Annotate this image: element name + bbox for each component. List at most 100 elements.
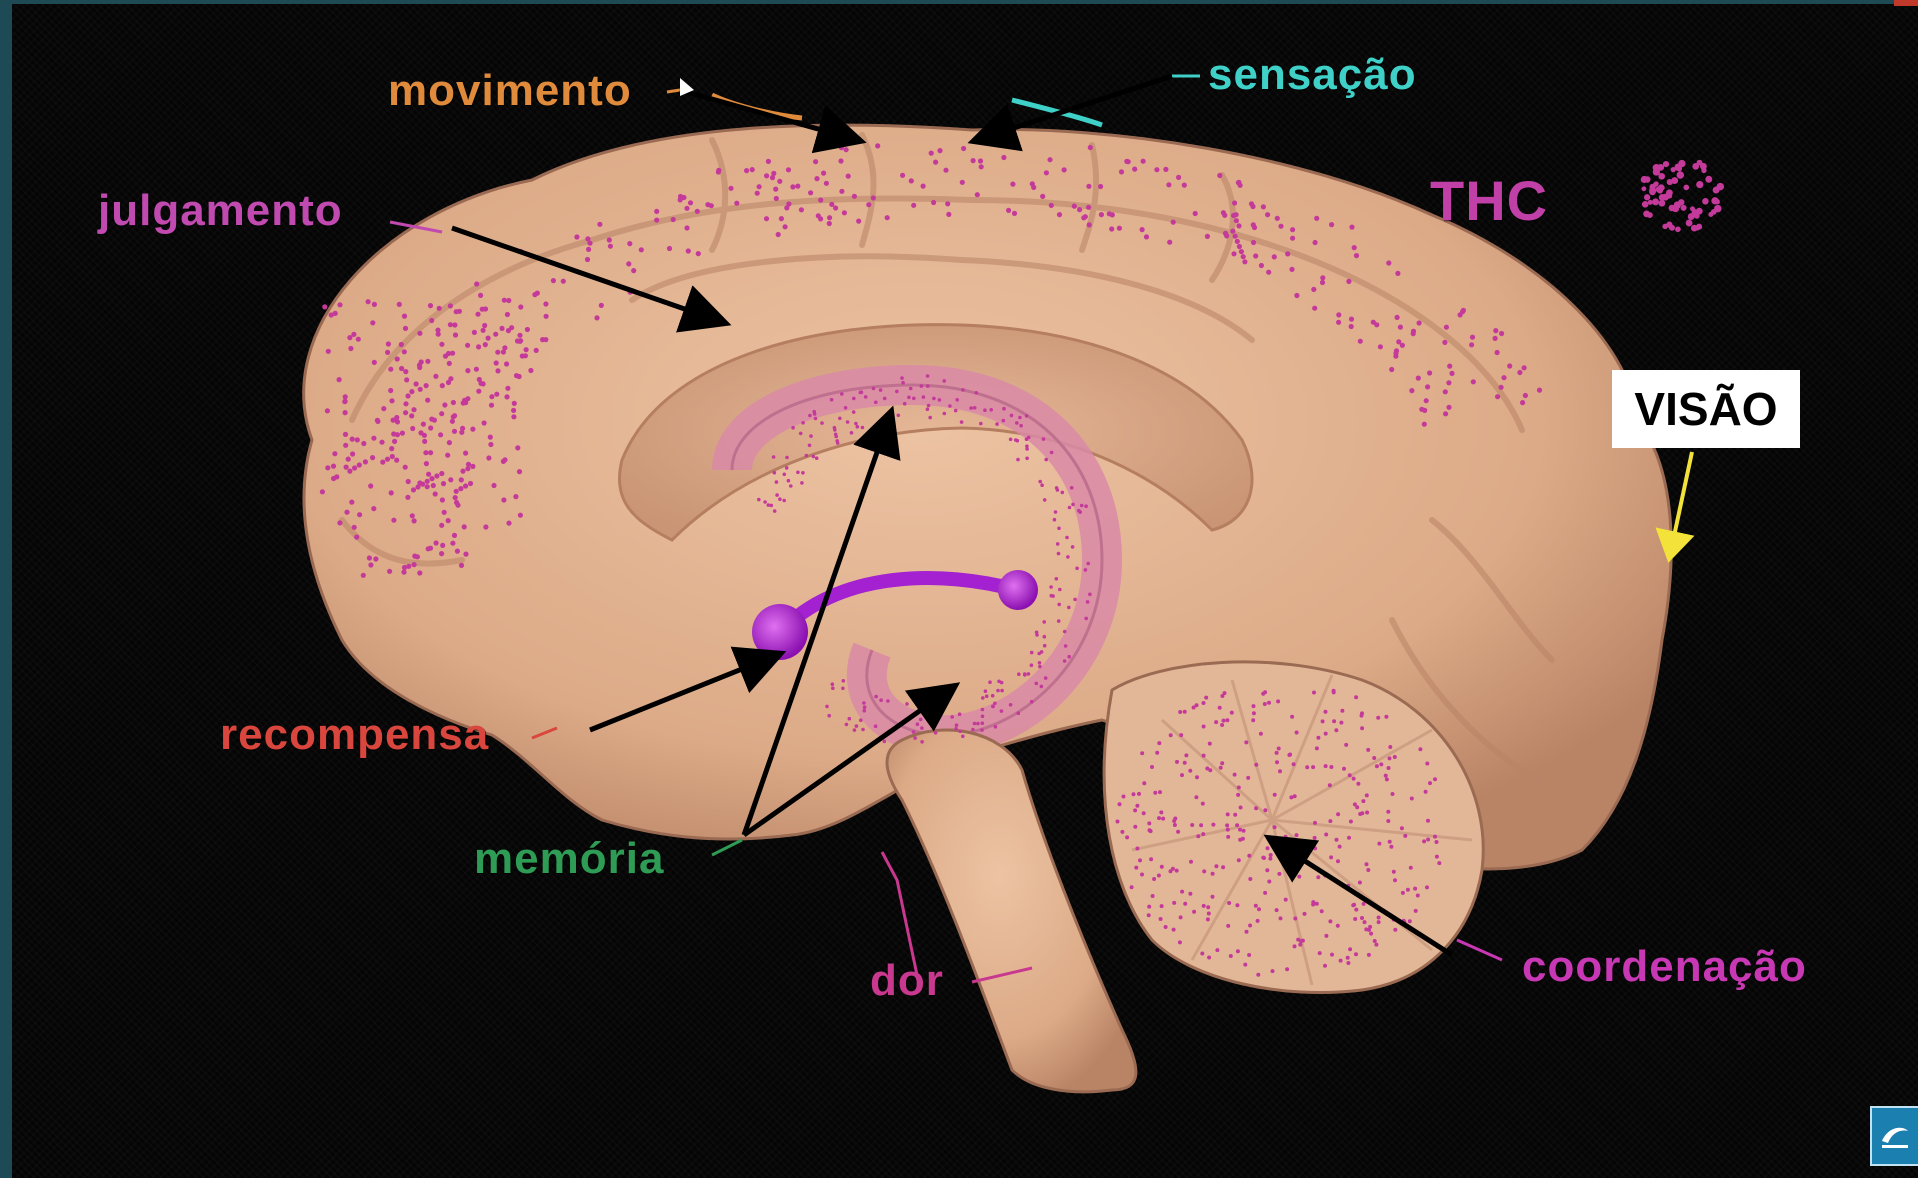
receptor-dot [429, 417, 434, 422]
receptor-dot [938, 398, 942, 402]
receptor-dot [1520, 400, 1525, 405]
receptor-dot [435, 328, 440, 333]
receptor-dot [1118, 802, 1122, 806]
receptor-dot [448, 322, 453, 327]
receptor-dot [1180, 773, 1184, 777]
receptor-dot [1147, 913, 1151, 917]
receptor-dot [402, 349, 407, 354]
receptor-dot [1057, 619, 1061, 623]
receptor-dot [1377, 842, 1381, 846]
receptor-dot [626, 261, 631, 266]
receptor-dot [452, 322, 457, 327]
receptor-dot [1062, 167, 1067, 172]
receptor-dot [934, 731, 938, 735]
receptor-dot [455, 549, 460, 554]
receptor-dot [452, 429, 457, 434]
receptor-dot [1237, 786, 1241, 790]
receptor-dot [1202, 701, 1206, 705]
receptor-dot [1086, 562, 1090, 566]
receptor-dot [1329, 222, 1334, 227]
receptor-dot [695, 209, 700, 214]
receptor-dot [1158, 790, 1162, 794]
receptor-dot [1254, 806, 1258, 810]
receptor-dot [1019, 424, 1023, 428]
receptor-dot [840, 392, 844, 396]
thc-molecule-dot [1642, 201, 1649, 208]
receptor-dot [835, 439, 839, 443]
receptor-dot [993, 702, 997, 706]
receptor-dot [897, 414, 901, 418]
receptor-dot [1266, 270, 1271, 275]
receptor-dot [1160, 865, 1164, 869]
receptor-dot [1294, 293, 1299, 298]
receptor-dot [331, 476, 336, 481]
receptor-dot [1374, 943, 1378, 947]
receptor-dot [504, 394, 509, 399]
receptor-dot [1342, 767, 1346, 771]
receptor-dot [410, 513, 415, 518]
receptor-dot [351, 332, 356, 337]
receptor-dot [462, 524, 467, 529]
receptor-dot [347, 469, 352, 474]
receptor-dot [1099, 212, 1104, 217]
thc-molecule-dot [1695, 225, 1700, 230]
receptor-dot [1122, 795, 1126, 799]
receptor-dot [491, 483, 496, 488]
receptor-dot [955, 723, 959, 727]
receptor-dot [406, 564, 411, 569]
receptor-dot [1043, 635, 1047, 639]
receptor-dot [871, 195, 876, 200]
receptor-dot [1398, 325, 1403, 330]
receptor-dot [1349, 225, 1354, 230]
receptor-dot [864, 395, 868, 399]
receptor-dot [1188, 769, 1192, 773]
receptor-dot [1144, 234, 1149, 239]
receptor-dot [958, 712, 962, 716]
receptor-dot [776, 232, 781, 237]
receptor-dot [654, 209, 659, 214]
thc-molecule-dot [1686, 220, 1693, 227]
receptor-dot [373, 556, 378, 561]
receptor-dot [1247, 953, 1251, 957]
receptor-dot [1225, 823, 1229, 827]
receptor-dot [1132, 792, 1136, 796]
receptor-dot [1501, 375, 1506, 380]
receptor-dot [1406, 888, 1410, 892]
receptor-dot [846, 174, 851, 179]
thc-molecule-dot [1653, 182, 1658, 187]
label-coordenacao: coordenação [1522, 942, 1807, 992]
receptor-dot [879, 698, 883, 702]
receptor-dot [1499, 385, 1504, 390]
receptor-dot [770, 175, 775, 180]
receptor-dot [774, 196, 779, 201]
receptor-dot [423, 450, 428, 455]
receptor-dot [764, 173, 769, 178]
receptor-dot [424, 461, 429, 466]
receptor-dot [1221, 865, 1225, 869]
receptor-dot [1061, 491, 1065, 495]
receptor-dot [1313, 846, 1317, 850]
receptor-dot [517, 469, 522, 474]
receptor-dot [1049, 203, 1054, 208]
receptor-dot [988, 680, 992, 684]
receptor-dot [764, 216, 769, 221]
receptor-dot [785, 456, 789, 460]
receptor-dot [932, 397, 936, 401]
receptor-dot [960, 420, 964, 424]
receptor-dot [852, 410, 856, 414]
thc-molecule-dot [1669, 205, 1675, 211]
receptor-dot [919, 718, 923, 722]
receptor-dot [1233, 234, 1238, 239]
receptor-dot [1372, 756, 1376, 760]
receptor-dot [387, 569, 392, 574]
receptor-dot [1000, 681, 1004, 685]
receptor-dot [414, 381, 419, 386]
receptor-dot [439, 523, 444, 528]
receptor-dot [1365, 862, 1369, 866]
receptor-dot [1063, 630, 1067, 634]
receptor-dot [1227, 901, 1231, 905]
receptor-dot [799, 207, 804, 212]
receptor-dot [859, 718, 863, 722]
receptor-dot [1354, 253, 1359, 258]
